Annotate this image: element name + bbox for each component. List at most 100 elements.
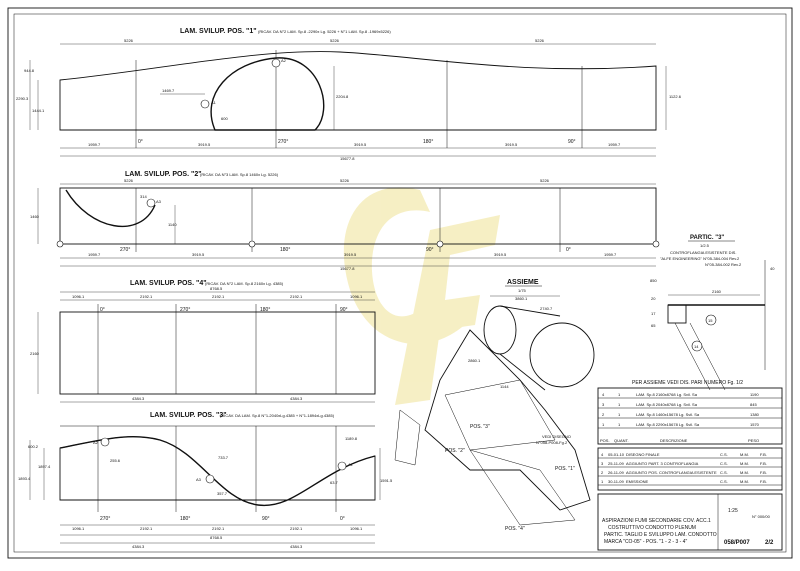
detail-ref-title: CONTROFLANGIA ESISTENTE DIS.	[670, 250, 736, 255]
pos3-development: LAM. SVILUP. POS. "3" (RICAV. DA LAM. Sp…	[18, 412, 393, 549]
pos2-bottom-dim: 1959.7	[88, 252, 101, 257]
pos3-angle: 90°	[262, 516, 270, 522]
revision-cell: 2	[601, 470, 604, 475]
parts-cell: LAM. Sp.8 1460x15678 Lg. Svil. Sa	[636, 412, 700, 417]
assembly-ref-label: VEDI DISEGNO	[542, 434, 571, 439]
pos2-bottom-dim: 3919.5	[192, 252, 205, 257]
assembly-view-label: POS. "2"	[445, 448, 465, 454]
title-line4: MARCA "CO-05" - POS. "1 - 2 - 3 - 4"	[604, 539, 687, 545]
title-block: ASPIRAZIONI FUMI SECONDARIE COV. ACC.1 C…	[597, 493, 783, 551]
pos4-development: LAM. SVILUP. POS. "4" (RICAV. DA N°2 LAM…	[30, 280, 376, 403]
pos2-left-dim: 1460	[30, 214, 40, 219]
pos4-left-dim: 2160	[30, 351, 40, 356]
parts-cell: 1	[618, 402, 621, 407]
pos1-inner-dim: 600	[221, 116, 228, 121]
revision-cell: 26-11-09	[608, 470, 624, 475]
pos3-right-dim: 1591.5	[380, 478, 393, 483]
pos1-marker-label: A1	[211, 100, 217, 105]
pos2-inner-dim: 314	[140, 194, 147, 199]
assembly-dim: 2860.1	[468, 358, 481, 363]
pos3-right-dim: 1189.8	[345, 436, 358, 441]
detail-balloon-15	[705, 314, 717, 326]
parts-list: PER ASSIEME VEDI DIS. PARI NUMERO Fg. 1/…	[597, 380, 783, 445]
detail-ref-line: "ALFE ENGINEERING" N°05-384-004 Rev.2	[660, 256, 740, 261]
pos2-angle: 270°	[120, 247, 130, 253]
detail-dim: 65	[651, 323, 656, 328]
pos1-bottom-dim: 1959.7	[88, 142, 101, 147]
assembly-duct-outline	[424, 329, 591, 511]
revision-cell: AGGIUNTO POS. CONTROFLANGIA ESISTENTE	[626, 470, 717, 475]
pos2-angle: 0°	[566, 247, 571, 253]
pos1-left-dim: 944.8	[24, 68, 35, 73]
pos2-node	[436, 240, 444, 248]
pos1-top-dim: 5226	[330, 38, 340, 43]
pos1-angle: 270°	[278, 139, 288, 145]
revision-cell: F.B.	[760, 452, 767, 457]
pos4-angle: 90°	[340, 307, 348, 313]
pos1-bottom-dim: 3919.5	[505, 142, 518, 147]
pos4-note: (RICAV. DA N°2 LAM. Sp.8 2160x Lg. 4385)	[205, 281, 284, 286]
parts-header: QUANT.	[614, 438, 629, 443]
pos3-angle: 270°	[100, 516, 110, 522]
revision-cell: C.S.	[720, 452, 728, 457]
parts-cell: 1	[602, 422, 605, 427]
pos3-note: (RICAV. DA LAM. Sp.8 N°1-2040xLg.4385 + …	[220, 413, 335, 418]
pos1-inner-dim: 2204.8	[336, 94, 349, 99]
pos1-right-dim: 1122.6	[669, 94, 682, 99]
pos1-title: LAM. SVILUP. POS. "1"	[180, 28, 257, 35]
assembly-view-label: POS. "1"	[555, 466, 575, 472]
pos3-marker-label: A1	[348, 462, 354, 467]
revision-cell: 1	[601, 479, 604, 484]
title-line2: COSTRUTTIVO CONDOTTO PLENUM	[608, 525, 696, 531]
parts-cell: 1380	[750, 412, 760, 417]
pos1-left-dim: 1444.1	[32, 108, 45, 113]
parts-cell: 2	[602, 412, 605, 417]
pos1-marker-label: A2	[281, 58, 287, 63]
assembly-duct-face	[469, 449, 576, 526]
pos3-title: LAM. SVILUP. POS. "3"	[150, 412, 227, 419]
parts-cell: 1	[618, 412, 621, 417]
detail-balloon-label: 15	[708, 318, 713, 323]
parts-cell: 845	[750, 402, 757, 407]
revision-cell: F.B.	[760, 479, 767, 484]
pos1-bottom-dim: 3919.5	[354, 142, 367, 147]
pos2-cutout-curve	[65, 189, 156, 228]
revision-cell: 05-01-10	[608, 452, 625, 457]
detail-flange-block	[667, 304, 687, 324]
pos2-development: LAM. SVILUP. POS. "2" (RICAV. DA N°3 LAM…	[30, 171, 660, 271]
revision-cell: C.S.	[720, 479, 728, 484]
assembly-dim: 1144	[500, 384, 509, 389]
assembly-side-flange	[394, 409, 421, 466]
detail-balloon-label: 14	[694, 344, 699, 349]
revision-cell: F.B.	[760, 461, 767, 466]
parts-header: DESCRIZIONE	[660, 438, 688, 443]
pos2-outline	[59, 187, 657, 245]
revision-cell: M.M.	[740, 479, 749, 484]
parts-cell: 1190	[750, 392, 759, 397]
revision-cell: C.S.	[720, 470, 728, 475]
assembly-ref-number: N°058-P008-Fg.2	[536, 440, 568, 445]
assembly-duct-face	[444, 379, 556, 451]
pos3-marker-label: A2	[93, 440, 99, 445]
parts-header: PESO	[748, 438, 759, 443]
pos3-marker-a3	[205, 474, 215, 484]
pos1-angle: 0°	[138, 139, 143, 145]
title-number-label: N° 000/00	[752, 514, 771, 519]
title-line1: ASPIRAZIONI FUMI SECONDARIE COV. ACC.1	[602, 518, 711, 524]
assembly-cylinder-edge	[499, 353, 546, 391]
pos4-sub-dim: 1096.1	[350, 294, 363, 299]
pos4-sub-dim: 2192.1	[290, 294, 303, 299]
pos2-marker-a3	[146, 198, 156, 208]
revision-cell: AGGIUNTO PART. 3 CONTROFLANGIA	[626, 461, 699, 466]
pos4-angle: 270°	[180, 307, 190, 313]
detail-dim: 17	[651, 311, 656, 316]
pos4-total-dim: 8768.5	[210, 286, 223, 291]
pos4-outline	[59, 311, 376, 395]
pos3-marker-a2	[100, 437, 110, 447]
pos4-title: LAM. SVILUP. POS. "4"	[130, 280, 207, 287]
pos3-sub-dim: 2192.1	[140, 526, 153, 531]
pos4-sub-dim: 1096.1	[72, 294, 85, 299]
title-sheet: 2/2	[765, 540, 774, 546]
detail-dim: 20	[651, 296, 656, 301]
pos3-angle: 0°	[340, 516, 345, 522]
